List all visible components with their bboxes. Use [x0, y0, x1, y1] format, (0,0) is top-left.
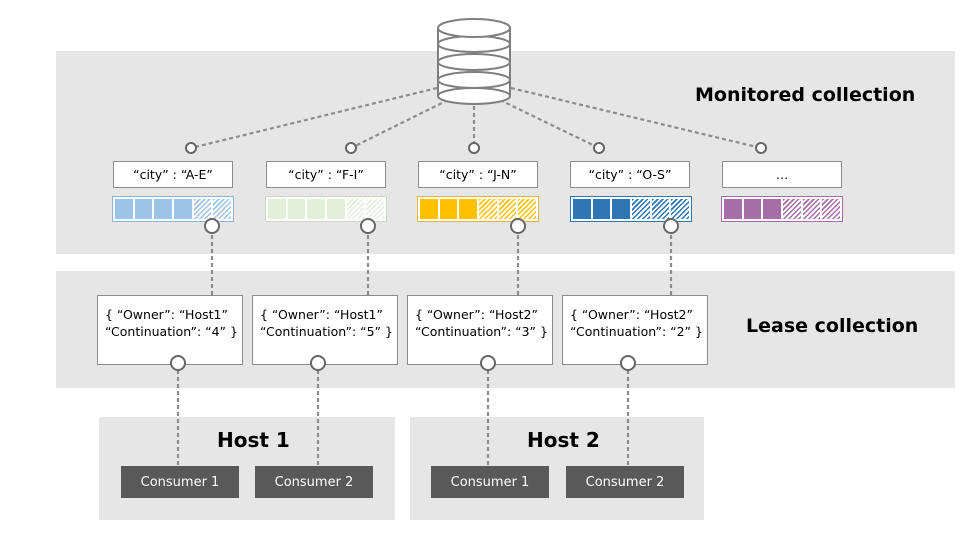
- lease-continuation: “Continuation”: “2” }: [570, 324, 703, 339]
- partition-cell-solid: [612, 199, 631, 219]
- partition-cell-solid: [439, 199, 458, 219]
- lease-connector-circle-2: [310, 355, 326, 371]
- lease-owner: { “Owner”: “Host1”: [105, 307, 228, 322]
- lease-document-2: { “Owner”: “Host1” “Continuation”: “5” }: [252, 295, 398, 365]
- db-link-4: [499, 99, 600, 149]
- lease-owner: { “Owner”: “Host2”: [570, 307, 693, 322]
- db-connector-circle-5: [755, 142, 767, 154]
- host-2-consumer-2: Consumer 2: [566, 466, 684, 498]
- db-connector-circle-2: [345, 142, 357, 154]
- partition-cell-solid: [287, 199, 306, 219]
- partition-cell-hatched: [366, 199, 385, 219]
- lease-continuation: “Continuation”: “5” }: [260, 324, 393, 339]
- lease-continuation: “Continuation”: “4” }: [105, 324, 238, 339]
- partition-cell-hatched: [498, 199, 517, 219]
- partition-cell-solid: [573, 199, 591, 219]
- partition-strip-1: [112, 196, 234, 222]
- partition-strip-3: [417, 196, 539, 222]
- lease-connector-circle-4: [620, 355, 636, 371]
- partition-cell-solid: [174, 199, 192, 219]
- lease-collection-title: Lease collection: [746, 315, 919, 337]
- host-1-title: Host 1: [217, 428, 290, 452]
- partition-cell-solid: [420, 199, 438, 219]
- partition-cell-solid: [307, 199, 326, 219]
- db-link-5: [510, 86, 762, 150]
- partition-cell-hatched: [632, 199, 650, 219]
- lease-document-3: { “Owner”: “Host2” “Continuation”: “3” }: [407, 295, 553, 365]
- partition-cell-hatched: [802, 199, 821, 219]
- db-connector-circle-3: [468, 142, 480, 154]
- lease-owner: { “Owner”: “Host1”: [260, 307, 383, 322]
- partition-cell-solid: [115, 199, 133, 219]
- partition-cell-hatched: [822, 199, 841, 219]
- partition-strip-4: [570, 196, 692, 222]
- host-2-consumer-1: Consumer 1: [431, 466, 549, 498]
- db-connector-circle-4: [593, 142, 605, 154]
- lease-document-4: { “Owner”: “Host2” “Continuation”: “2” }: [562, 295, 708, 365]
- partition-strip-2: [265, 196, 387, 222]
- partition-connector-circle-2: [360, 218, 376, 234]
- partition-strip-5: [721, 196, 843, 222]
- partition-key-4: “city” : “O-S”: [570, 161, 690, 188]
- partition-cell-solid: [743, 199, 762, 219]
- lease-continuation: “Continuation”: “3” }: [415, 324, 548, 339]
- partition-key-3: “city” : “J-N”: [418, 161, 538, 188]
- partition-cell-solid: [459, 199, 478, 219]
- lease-connector-circle-1: [170, 355, 186, 371]
- db-connector-circle-1: [185, 142, 197, 154]
- database-icon: [437, 18, 511, 105]
- partition-cell-solid: [134, 199, 153, 219]
- partition-connector-circle-1: [204, 218, 220, 234]
- db-link-1: [190, 86, 438, 150]
- partition-cell-hatched: [671, 199, 690, 219]
- host-2-title: Host 2: [527, 428, 600, 452]
- partition-cell-solid: [154, 199, 173, 219]
- partition-cell-solid: [327, 199, 345, 219]
- partition-cell-hatched: [346, 199, 365, 219]
- host-1-consumer-2: Consumer 2: [255, 466, 373, 498]
- partition-key-2: “city” : “F-I”: [266, 161, 386, 188]
- partition-cell-hatched: [213, 199, 232, 219]
- host-1-consumer-1: Consumer 1: [121, 466, 239, 498]
- partition-key-1: “city” : “A-E”: [113, 161, 233, 188]
- partition-cell-solid: [592, 199, 611, 219]
- partition-cell-solid: [763, 199, 782, 219]
- partition-connector-circle-4: [663, 218, 679, 234]
- lease-owner: { “Owner”: “Host2”: [415, 307, 538, 322]
- lease-document-1: { “Owner”: “Host1” “Continuation”: “4” }: [97, 295, 243, 365]
- partition-cell-hatched: [479, 199, 497, 219]
- partition-cell-hatched: [783, 199, 801, 219]
- partition-key-5: …: [722, 161, 842, 188]
- partition-cell-hatched: [193, 199, 212, 219]
- partition-connector-circle-3: [510, 218, 526, 234]
- partition-cell-hatched: [518, 199, 537, 219]
- monitored-collection-title: Monitored collection: [695, 84, 916, 106]
- partition-cell-solid: [268, 199, 286, 219]
- partition-cell-hatched: [651, 199, 670, 219]
- lease-connector-circle-3: [480, 355, 496, 371]
- partition-cell-solid: [724, 199, 742, 219]
- db-link-2: [350, 99, 449, 149]
